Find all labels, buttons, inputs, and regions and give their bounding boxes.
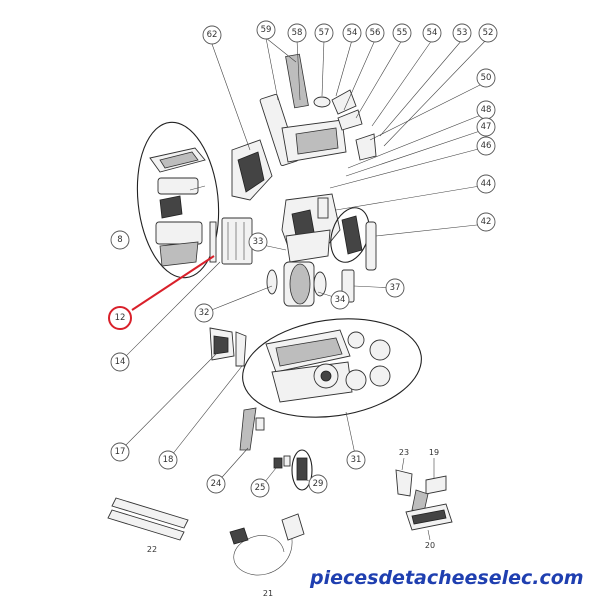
callout-53: 53 — [452, 23, 472, 43]
callout-62: 62 — [202, 25, 222, 45]
watermark-text: piecesdetacheeselec.com — [309, 567, 584, 589]
svg-text:32: 32 — [199, 308, 210, 318]
svg-text:25: 25 — [255, 483, 266, 493]
leader-lines — [119, 37, 489, 541]
callout-24: 24 — [206, 474, 226, 494]
callout-57: 57 — [314, 23, 334, 43]
svg-text:50: 50 — [481, 73, 492, 83]
small-parts-drawing — [273, 449, 313, 491]
callout-46: 46 — [476, 136, 496, 156]
dust-bin-assembly-drawing — [136, 121, 220, 279]
callout-17: 17 — [110, 442, 130, 462]
svg-text:55: 55 — [397, 28, 408, 38]
svg-text:52: 52 — [483, 28, 494, 38]
label-21: 21 — [263, 589, 273, 598]
callout-44: 44 — [476, 174, 496, 194]
crevice-tool-drawing — [239, 407, 265, 451]
callout-47: 47 — [476, 117, 496, 137]
callout-25: 25 — [250, 478, 270, 498]
callout-29: 29 — [308, 474, 328, 494]
callout-56: 56 — [365, 23, 385, 43]
svg-text:59: 59 — [261, 25, 272, 35]
callout-31: 31 — [346, 450, 366, 470]
base-unit-drawing — [242, 318, 422, 418]
svg-text:58: 58 — [292, 28, 303, 38]
svg-text:44: 44 — [481, 179, 492, 189]
svg-text:56: 56 — [370, 28, 381, 38]
callout-54-top: 54 — [342, 23, 362, 43]
callout-52: 52 — [478, 23, 498, 43]
callout-8: 8 — [110, 230, 130, 250]
svg-text:62: 62 — [207, 30, 218, 40]
svg-text:54: 54 — [427, 28, 438, 38]
svg-text:47: 47 — [481, 122, 492, 132]
callout-14: 14 — [110, 352, 130, 372]
svg-text:53: 53 — [457, 28, 468, 38]
label-19: 19 — [429, 448, 439, 457]
label-23: 23 — [399, 448, 409, 457]
svg-text:54: 54 — [347, 28, 358, 38]
accessories-drawing — [395, 469, 453, 531]
svg-text:37: 37 — [390, 283, 401, 293]
side-filter-drawing — [330, 207, 377, 271]
callout-12-highlighted: 12 — [108, 306, 132, 330]
callout-54: 54 — [422, 23, 442, 43]
svg-text:31: 31 — [351, 455, 362, 465]
svg-text:14: 14 — [115, 357, 126, 367]
svg-text:42: 42 — [481, 217, 492, 227]
callout-32: 32 — [194, 303, 214, 323]
filter-rod-drawing — [209, 217, 253, 265]
svg-text:17: 17 — [115, 447, 126, 457]
svg-text:33: 33 — [253, 237, 264, 247]
svg-text:57: 57 — [319, 28, 330, 38]
svg-text:24: 24 — [211, 479, 222, 489]
svg-text:46: 46 — [481, 141, 492, 151]
callout-50: 50 — [476, 68, 496, 88]
handle-drawing — [209, 327, 247, 367]
callout-58: 58 — [287, 23, 307, 43]
extension-tubes-drawing — [107, 497, 189, 541]
label-20: 20 — [425, 541, 435, 550]
callout-18: 18 — [158, 450, 178, 470]
svg-text:34: 34 — [335, 295, 346, 305]
callout-33: 33 — [248, 232, 268, 252]
svg-text:12: 12 — [115, 313, 126, 323]
svg-text:48: 48 — [481, 105, 492, 115]
callout-59: 59 — [256, 20, 276, 40]
callout-48: 48 — [476, 100, 496, 120]
label-22: 22 — [147, 545, 157, 554]
chassis-drawing — [281, 193, 341, 263]
callout-37: 37 — [385, 278, 405, 298]
svg-text:18: 18 — [163, 455, 174, 465]
motor-housing-drawing — [231, 53, 377, 201]
svg-text:8: 8 — [117, 235, 122, 245]
callout-55: 55 — [392, 23, 412, 43]
highlight-leader-line — [131, 255, 215, 311]
svg-text:29: 29 — [313, 479, 324, 489]
callout-42: 42 — [476, 212, 496, 232]
callout-34: 34 — [330, 290, 350, 310]
hose-drawing — [229, 513, 305, 576]
